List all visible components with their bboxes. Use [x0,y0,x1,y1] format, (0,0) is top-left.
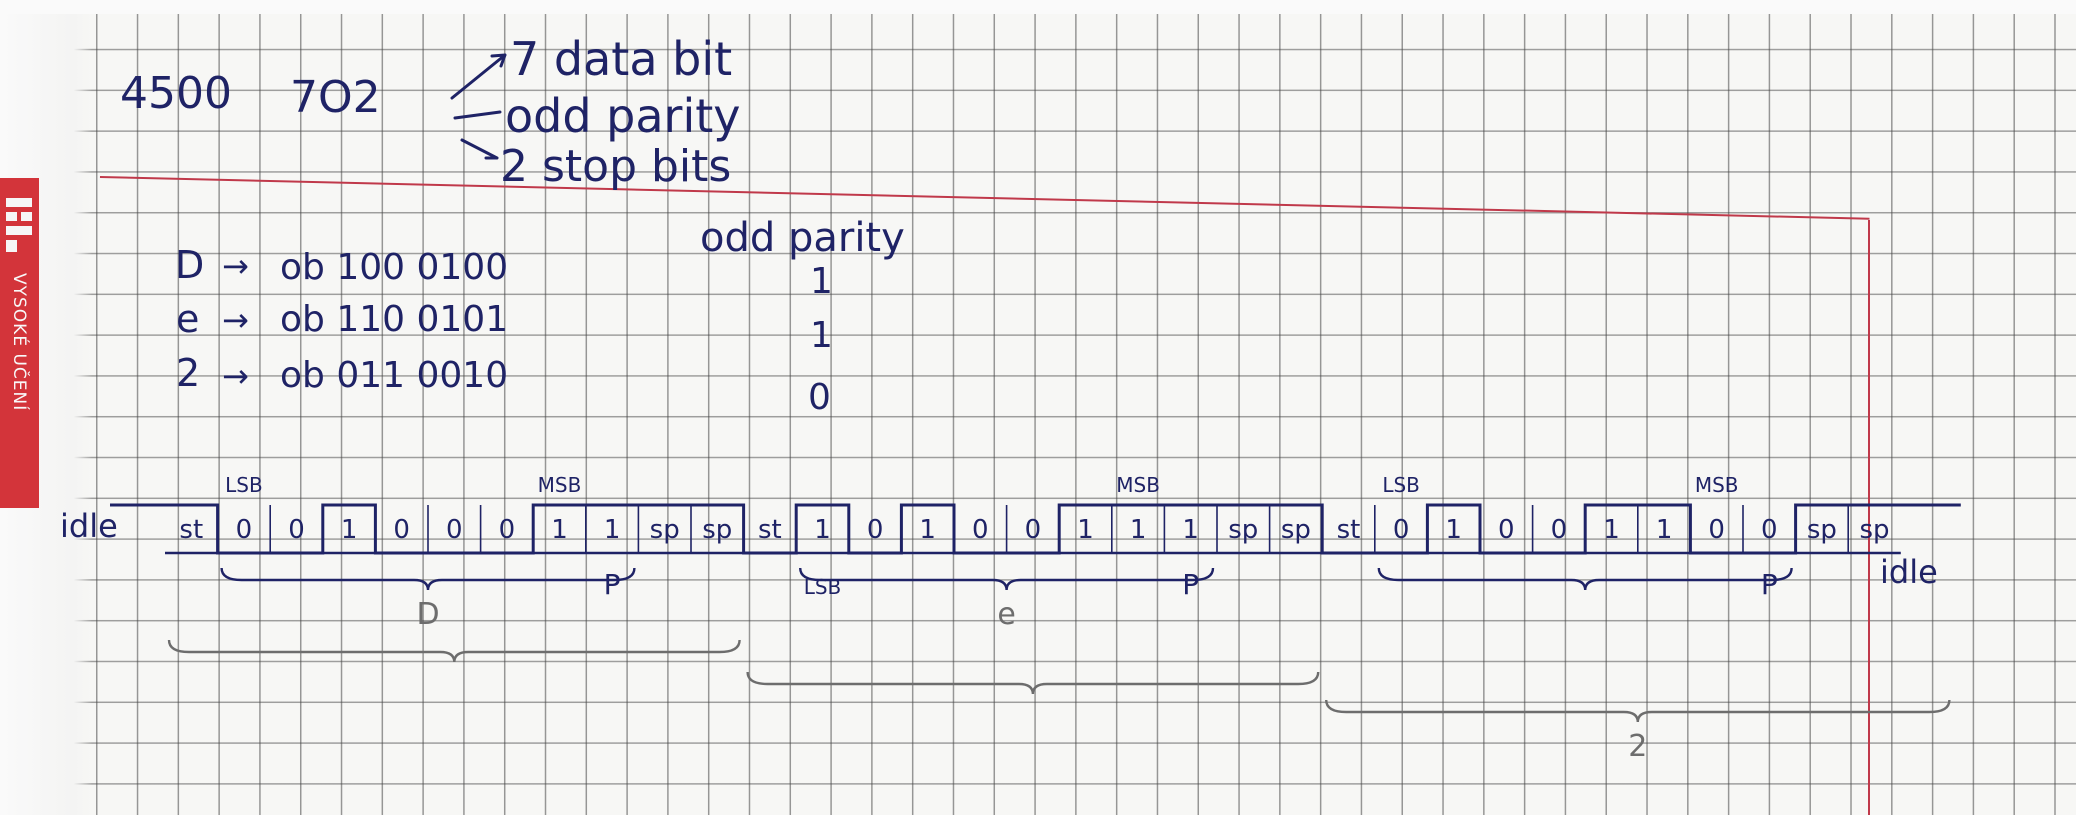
bit-cell-label: 1 [1603,515,1620,545]
bit-cell-label: st [758,515,782,545]
bit-cell-label: sp [1228,515,1258,545]
note-stop-bits: 2 stop bits [500,141,732,192]
idle-end-label: idle [1880,553,1938,591]
msb-mark: MSB [538,473,582,497]
brace-label: e [997,597,1015,632]
bit-cell-label: 1 [1656,515,1673,545]
parity-heading: odd parity [700,215,905,261]
group-brace [746,671,1320,695]
bit-cell-label: sp [1807,515,1837,545]
bit-cell-label: 1 [551,515,568,545]
bit-cell-label: sp [702,515,732,545]
bit-cell-label: 0 [972,515,989,545]
encoding-char-e: e [176,297,200,341]
group-brace [1377,567,1793,591]
bit-cell-label: 1 [1077,515,1094,545]
encoding-value-2: ob 011 0010 [280,355,509,396]
logo-strip: VYSOKÉ UČENÍ [0,178,39,508]
encoding-arrow-2: → [222,357,249,395]
bit-cell-label: 0 [1708,515,1725,545]
encoding-arrow-e: → [222,301,249,339]
group-brace [220,567,636,591]
bit-cell-label: 0 [446,515,463,545]
encoding-value-e: ob 110 0101 [280,299,509,340]
encoding-char-d: D [175,243,205,287]
bit-cell-label: st [1337,515,1361,545]
idle-start-label: idle [60,507,118,545]
margin-line-right [1868,220,1870,815]
bit-cell-label: 0 [236,515,253,545]
bit-cell-label: 0 [1393,515,1410,545]
bit-cell-label: sp [1859,515,1889,545]
bit-cell-label: 1 [1445,515,1462,545]
bit-cell-label: 1 [341,515,358,545]
encoding-parity-e: 1 [810,315,833,356]
bit-cell-label: 0 [1551,515,1568,545]
brace-label: D [416,597,439,632]
note-data-bits: 7 data bit [510,32,733,86]
bit-cell-label: 0 [393,515,410,545]
code-left: 4500 [120,68,232,119]
lsb-mark: LSB [1382,473,1420,497]
parity-mark: P [604,568,621,601]
logo-mark-icon [6,198,32,252]
bit-cell-label: 1 [919,515,936,545]
bit-cell-label: 1 [1182,515,1199,545]
paper-top-edge [0,0,2076,14]
bit-cell-label: 0 [499,515,516,545]
group-brace [799,567,1215,591]
note-parity: odd parity [505,89,741,143]
encoding-value-d: ob 100 0100 [280,247,509,288]
code-right: 7O2 [290,72,381,123]
brace-label: 2 [1628,729,1647,764]
bit-cell-label: st [179,515,203,545]
parity-mark: P [1182,568,1199,601]
bit-cell-label: 0 [867,515,884,545]
bit-cell-label: 0 [1761,515,1778,545]
encoding-parity-d: 1 [810,261,833,302]
group-brace [1325,699,1951,723]
bit-cell-label: 0 [288,515,305,545]
group-brace [167,639,741,663]
bit-cell-label: 1 [604,515,621,545]
encoding-parity-2: 0 [808,377,831,418]
msb-mark: MSB [1116,473,1160,497]
bit-cell-label: 0 [1025,515,1042,545]
msb-mark: MSB [1695,473,1739,497]
encoding-char-2: 2 [176,351,201,395]
parity-mark: P [1761,568,1778,601]
bit-cell-label: 1 [814,515,831,545]
bit-cell-label: sp [650,515,680,545]
bit-cell-label: sp [1281,515,1311,545]
lsb-mark: LSB [225,473,263,497]
bit-cell-label: 0 [1498,515,1515,545]
bit-cell-label: 1 [1130,515,1147,545]
encoding-arrow-d: → [222,247,249,285]
